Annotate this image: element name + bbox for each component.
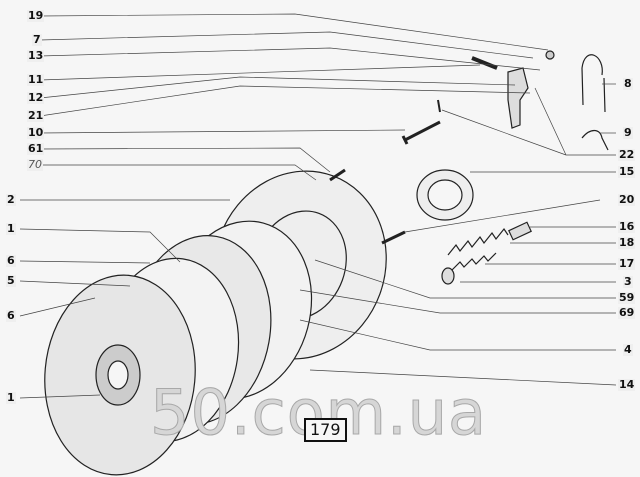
label-59: 59	[618, 291, 636, 304]
label-61: 61	[27, 142, 45, 155]
label-11: 11	[27, 73, 45, 86]
spring-clip-9	[581, 129, 609, 151]
spring	[447, 227, 509, 256]
label-19: 19	[27, 9, 45, 22]
label-21: 21	[27, 109, 45, 122]
pin-11	[471, 56, 498, 70]
label-17: 17	[618, 257, 636, 270]
label-14: 14	[618, 378, 636, 391]
label-10: 10	[27, 126, 45, 139]
label-8: 8	[623, 77, 633, 90]
pin-22	[437, 99, 441, 113]
label-4: 4	[623, 343, 633, 356]
label-12: 12	[27, 91, 45, 104]
figure-number: 179	[304, 418, 347, 442]
label-2: 2	[6, 193, 16, 206]
spring-clip-8	[581, 54, 606, 113]
label-15: 15	[618, 165, 636, 178]
label-9: 9	[623, 126, 633, 139]
label-1-bottom: 1	[6, 391, 16, 404]
label-3: 3	[623, 275, 633, 288]
label-1-top: 1	[6, 222, 16, 235]
label-5: 5	[6, 274, 16, 287]
label-13: 13	[27, 49, 45, 62]
label-70: 70	[27, 158, 43, 171]
label-6-bottom: 6	[6, 309, 16, 322]
label-16: 16	[618, 220, 636, 233]
bolt-20	[381, 230, 406, 245]
bolt-61	[329, 168, 346, 182]
label-22: 22	[618, 148, 636, 161]
release-lever	[507, 67, 529, 129]
label-6-top: 6	[6, 254, 16, 267]
bushing	[508, 221, 532, 241]
label-7: 7	[32, 33, 42, 46]
label-18: 18	[618, 236, 636, 249]
spring-seat	[441, 267, 455, 285]
label-20: 20	[618, 193, 636, 206]
label-69: 69	[618, 306, 636, 319]
bolt-10	[401, 120, 441, 145]
